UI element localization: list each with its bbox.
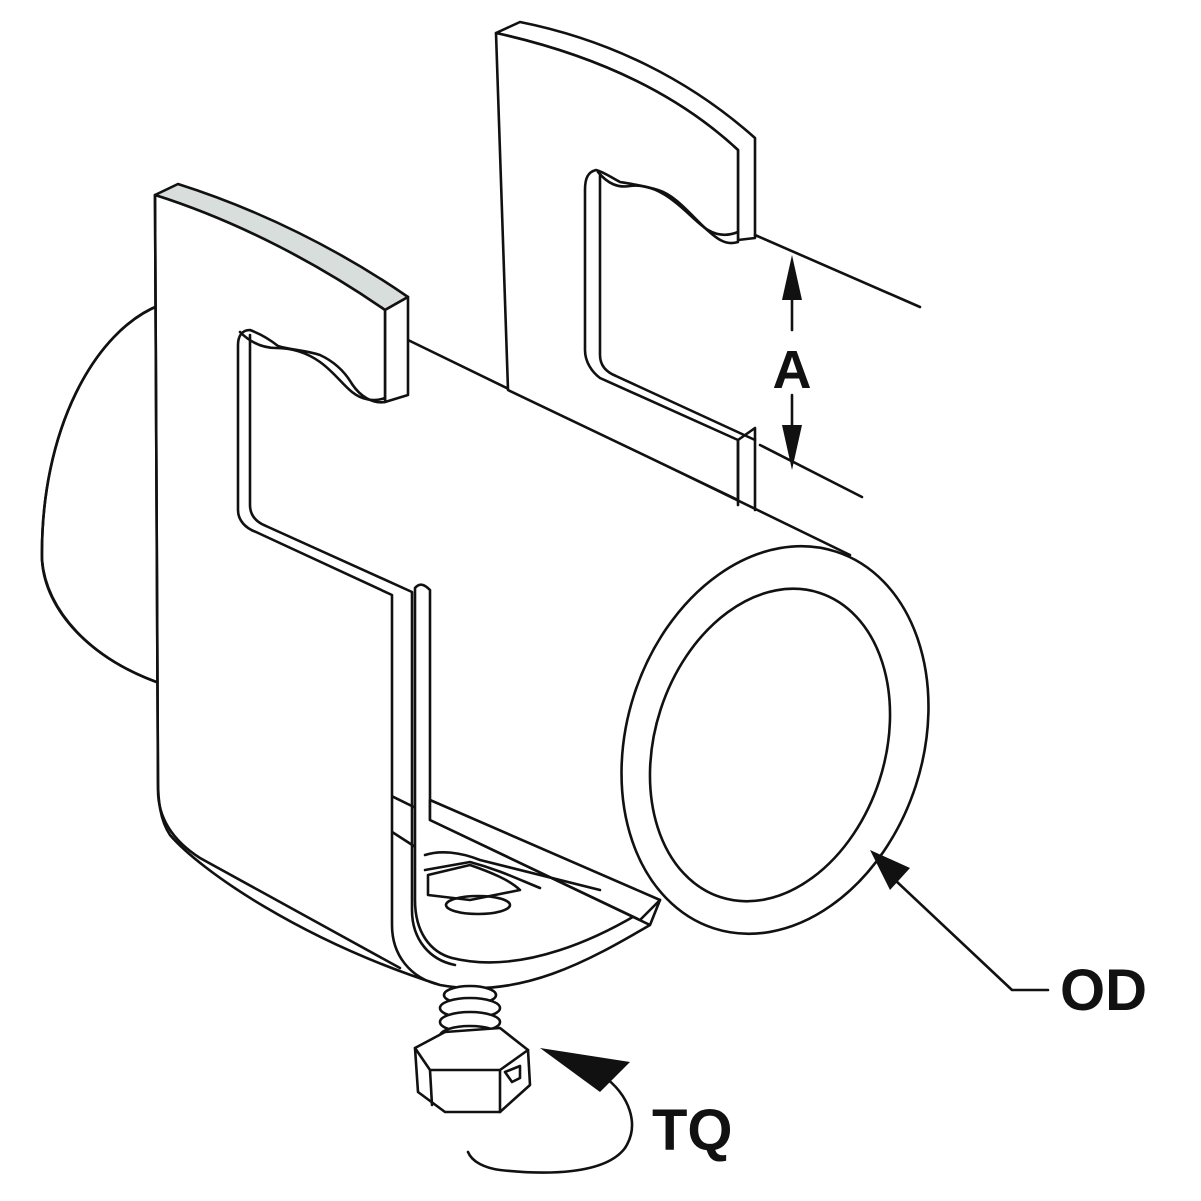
front-plate-break — [238, 330, 387, 402]
washer — [444, 894, 512, 916]
dim-arrow-up — [782, 255, 802, 300]
pipe-front-lower — [428, 798, 662, 922]
label-a: A — [773, 340, 812, 400]
pipe-front-end — [428, 544, 930, 936]
dimension-a: A — [753, 233, 922, 499]
pipe-inner-ring — [648, 587, 892, 903]
hex-nut-faces — [413, 1046, 530, 1114]
back-plate-inner-edge — [598, 173, 757, 442]
torque-arc — [466, 1073, 634, 1174]
bolt-assembly — [413, 850, 602, 1114]
od-leader-line — [893, 878, 1050, 992]
od-arrowhead — [870, 850, 910, 890]
torque-arrow — [466, 1048, 634, 1174]
back-plate — [494, 20, 757, 512]
back-plate-slot-edge — [736, 426, 757, 512]
back-plate-break — [596, 170, 740, 237]
dim-ext-top — [753, 233, 922, 309]
label-tq: TQ — [652, 1098, 733, 1163]
front-plate-inner-edge — [248, 333, 457, 967]
front-plate-side — [383, 295, 410, 404]
torque-arrowhead — [540, 1048, 630, 1092]
label-od: OD — [1060, 958, 1147, 1023]
under-bracket — [423, 850, 602, 892]
front-plate — [153, 182, 662, 990]
dim-ext-bottom — [758, 443, 864, 499]
nut-slot — [503, 1064, 522, 1084]
dim-arrow-down — [782, 425, 802, 470]
pipe-left-end-curve — [40, 303, 167, 687]
od-leader: OD — [870, 850, 1147, 1023]
front-plate-left-edge — [153, 193, 402, 970]
